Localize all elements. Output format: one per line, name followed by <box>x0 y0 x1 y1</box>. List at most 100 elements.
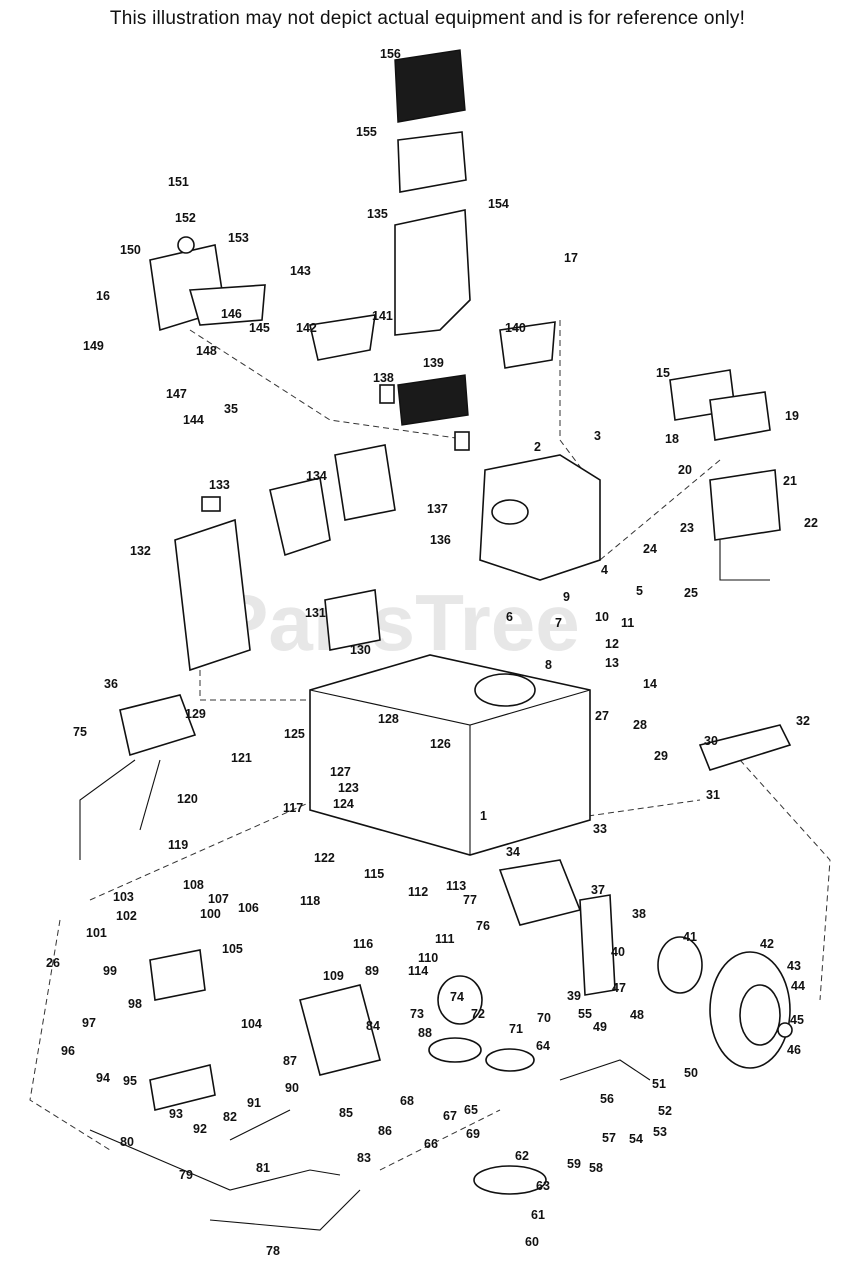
disclaimer-text: This illustration may not depict actual … <box>109 8 746 29</box>
callout-91: 91 <box>247 1096 261 1110</box>
callout-60: 60 <box>525 1235 539 1249</box>
callout-32: 32 <box>796 714 810 728</box>
callout-2: 2 <box>534 440 541 454</box>
callout-129: 129 <box>185 707 206 721</box>
callout-139: 139 <box>423 356 444 370</box>
callout-118: 118 <box>300 894 320 908</box>
callout-31: 31 <box>706 788 720 802</box>
callout-49: 49 <box>593 1020 607 1034</box>
callout-11: 11 <box>621 616 634 630</box>
callout-34: 34 <box>506 845 520 859</box>
callout-52: 52 <box>658 1104 672 1118</box>
callout-99: 99 <box>103 964 117 978</box>
callout-90: 90 <box>285 1081 299 1095</box>
callout-25: 25 <box>684 586 698 600</box>
callout-73: 73 <box>410 1007 424 1021</box>
callout-44: 44 <box>791 979 805 993</box>
callout-138: 138 <box>373 371 394 385</box>
callout-1: 1 <box>480 809 487 823</box>
callout-152: 152 <box>175 211 196 225</box>
callout-80: 80 <box>120 1135 134 1149</box>
callout-3: 3 <box>594 429 601 443</box>
callout-12: 12 <box>605 637 619 651</box>
callout-9: 9 <box>563 590 570 604</box>
callout-35: 35 <box>224 402 238 416</box>
callout-4: 4 <box>601 563 608 577</box>
callout-17: 17 <box>564 251 578 265</box>
callout-10: 10 <box>595 610 609 624</box>
callout-144: 144 <box>183 413 204 427</box>
callout-69: 69 <box>466 1127 480 1141</box>
callout-106: 106 <box>238 901 259 915</box>
callout-15: 15 <box>656 366 670 380</box>
callout-111: 111 <box>435 932 455 946</box>
callout-72: 72 <box>471 1007 485 1021</box>
callout-68: 68 <box>400 1094 414 1108</box>
callout-58: 58 <box>589 1161 603 1175</box>
callout-141: 141 <box>372 309 393 323</box>
callout-27: 27 <box>595 709 609 723</box>
callout-117: 117 <box>283 801 303 815</box>
wheel-assembly <box>579 724 793 1069</box>
callout-39: 39 <box>567 989 581 1003</box>
callout-112: 112 <box>408 885 428 899</box>
callout-19: 19 <box>785 409 799 423</box>
callout-89: 89 <box>365 964 379 978</box>
callout-7: 7 <box>555 616 562 630</box>
watermark: PartsTree <box>215 578 580 667</box>
power-unit-assembly <box>174 444 396 672</box>
callout-104: 104 <box>241 1017 262 1031</box>
callout-156: 156 <box>380 47 401 61</box>
callout-53: 53 <box>653 1125 667 1139</box>
callout-113: 113 <box>446 879 466 893</box>
callout-123: 123 <box>338 781 359 795</box>
callout-16: 16 <box>96 289 110 303</box>
hood-cover-assembly <box>149 49 556 451</box>
callout-67: 67 <box>443 1109 457 1123</box>
transmission-assembly <box>89 859 651 1231</box>
callout-137: 137 <box>427 502 448 516</box>
callout-92: 92 <box>193 1122 207 1136</box>
callout-110: 110 <box>418 951 438 965</box>
callout-116: 116 <box>353 937 373 951</box>
callout-133: 133 <box>209 478 230 492</box>
callout-46: 46 <box>787 1043 801 1057</box>
callout-6: 6 <box>506 610 513 624</box>
callout-47: 47 <box>612 981 626 995</box>
callout-87: 87 <box>283 1054 297 1068</box>
callout-20: 20 <box>678 463 692 477</box>
callout-64: 64 <box>536 1039 550 1053</box>
callout-77: 77 <box>463 893 477 907</box>
callout-122: 122 <box>314 851 335 865</box>
callout-8: 8 <box>545 658 552 672</box>
callout-132: 132 <box>130 544 151 558</box>
callout-109: 109 <box>323 969 344 983</box>
callout-115: 115 <box>364 867 384 881</box>
callout-93: 93 <box>169 1107 183 1121</box>
callout-95: 95 <box>123 1074 137 1088</box>
callout-14: 14 <box>643 677 657 691</box>
callout-61: 61 <box>531 1208 545 1222</box>
callout-105: 105 <box>222 942 243 956</box>
callout-81: 81 <box>256 1161 270 1175</box>
callout-130: 130 <box>350 643 371 657</box>
callout-13: 13 <box>605 656 619 670</box>
callout-85: 85 <box>339 1106 353 1120</box>
callout-86: 86 <box>378 1124 392 1138</box>
callout-108: 108 <box>183 878 204 892</box>
callout-126: 126 <box>430 737 451 751</box>
callout-74: 74 <box>450 990 464 1004</box>
callout-149: 149 <box>83 339 104 353</box>
callout-88: 88 <box>418 1026 432 1040</box>
callout-30: 30 <box>704 734 718 748</box>
callout-84: 84 <box>366 1019 380 1033</box>
part-callouts: 156 155 154 153 152 151 150 149 148 147 … <box>46 47 818 1258</box>
callout-23: 23 <box>680 521 694 535</box>
callout-143: 143 <box>290 264 311 278</box>
callout-151: 151 <box>168 175 189 189</box>
callout-29: 29 <box>654 749 668 763</box>
callout-56: 56 <box>600 1092 614 1106</box>
callout-100: 100 <box>200 907 221 921</box>
callout-134: 134 <box>306 469 327 483</box>
